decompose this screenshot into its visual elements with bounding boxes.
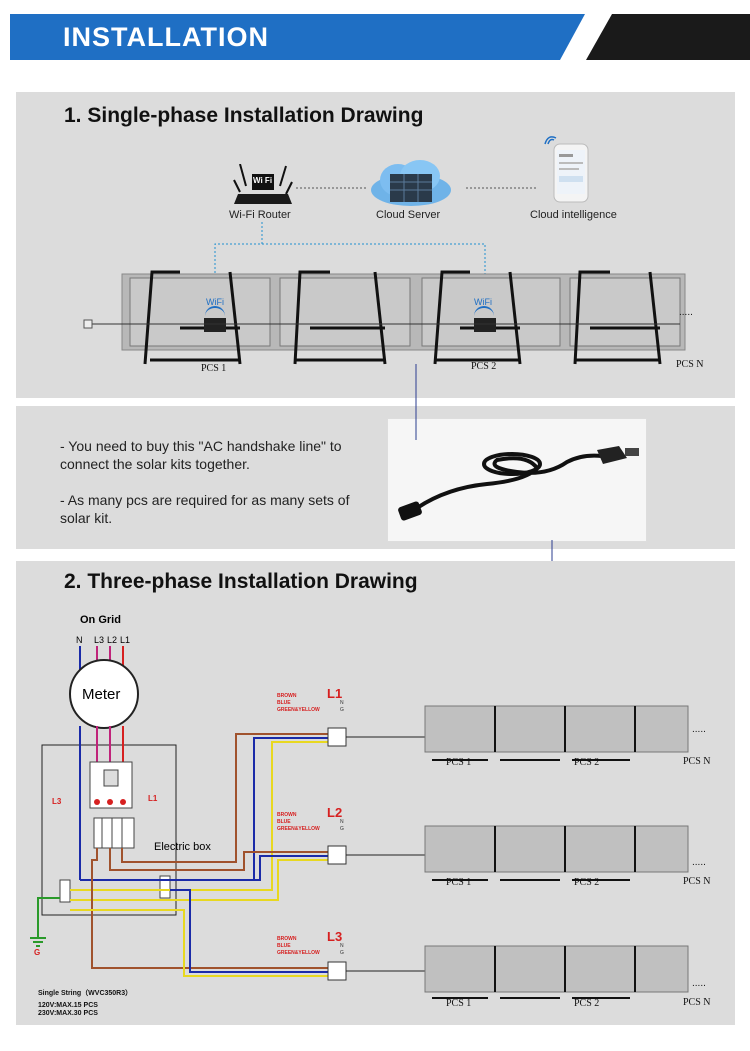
row2-blue-label: BLUE [277, 819, 291, 825]
cloud-server-icon [371, 160, 451, 206]
row3-brown-label: BROWN [277, 936, 297, 942]
cloud-intelligence-label: Cloud intelligence [530, 209, 617, 221]
row2-g-label: G [340, 826, 344, 832]
row3-blue-label: BLUE [277, 943, 291, 949]
router-label: Wi-Fi Router [229, 209, 291, 221]
row3-phase-label: L3 [327, 929, 343, 944]
row2-dots: ..... [692, 857, 706, 868]
row1-brown-label: BROWN [277, 693, 297, 699]
panel-row-2 [424, 825, 689, 873]
footer-230v-label: 230V:MAX.30 PCS [38, 1010, 98, 1017]
wifi-label-pcs2: WiFi [474, 297, 492, 307]
row3-g-label: G [340, 950, 344, 956]
note-line1: - You need to buy this "AC handshake lin… [60, 438, 342, 472]
meter-label: Meter [82, 686, 121, 703]
footer-string-label: Single String（WVC350R3） [38, 990, 133, 997]
ac-handshake-cable-image [398, 446, 639, 521]
ground-label: G [34, 948, 41, 957]
router-icon [233, 164, 293, 204]
pcsn-label: PCS N [676, 359, 704, 370]
row1-g-label: G [340, 707, 344, 713]
row1-phase-label: L1 [327, 686, 343, 701]
panel-row-3 [424, 945, 689, 993]
row2-n-label: N [340, 819, 344, 825]
grid-l1-label: L1 [120, 635, 131, 645]
row1-blue-label: BLUE [277, 700, 291, 706]
row1-pcsn-label: PCS N [683, 756, 711, 767]
electric-box-label: Electric box [154, 841, 211, 853]
pcs1-label: PCS 1 [201, 363, 227, 374]
row2-brown-label: BROWN [277, 812, 297, 818]
note-line2: - As many pcs are required for as many s… [60, 492, 350, 526]
box-l1-label: L1 [148, 794, 158, 803]
smartphone-icon [544, 136, 589, 203]
panel-row-1 [424, 705, 689, 753]
footer-120v-label: 120V:MAX.15 PCS [38, 1002, 98, 1009]
row3-pcs1-label: PCS 1 [446, 998, 472, 1009]
wifi-icon-pcs1 [205, 306, 225, 316]
row2-pcsn-label: PCS N [683, 876, 711, 887]
banner-background [10, 14, 750, 60]
row1-gy-label: GREEN&YELLOW [277, 707, 320, 713]
row3-dots: ..... [692, 978, 706, 989]
solar-panel-array [83, 270, 686, 365]
row2-pcs1-label: PCS 1 [446, 877, 472, 888]
box-l3-label: L3 [52, 797, 62, 806]
cloud-server-label: Cloud Server [376, 209, 441, 221]
panel-dots: ..... [679, 307, 693, 318]
grid-n-label: N [76, 635, 83, 645]
on-grid-label: On Grid [80, 614, 121, 626]
row2-gy-label: GREEN&YELLOW [277, 826, 320, 832]
grid-l2-label: L2 [107, 635, 118, 645]
section2-heading: 2. Three-phase Installation Drawing [64, 570, 418, 593]
grid-l3-label: L3 [94, 635, 105, 645]
pcs2-label: PCS 2 [471, 361, 497, 372]
row1-dots: ..... [692, 724, 706, 735]
row1-pcs1-label: PCS 1 [446, 757, 472, 768]
row1-n-label: N [340, 700, 344, 706]
row3-gy-label: GREEN&YELLOW [277, 950, 320, 956]
row2-phase-label: L2 [327, 805, 343, 820]
wifi-label-pcs1: WiFi [206, 297, 224, 307]
row2-pcs2-label: PCS 2 [574, 877, 600, 888]
wifi-icon-pcs2 [474, 306, 494, 316]
row1-pcs2-label: PCS 2 [574, 757, 600, 768]
banner-title: INSTALLATION [63, 22, 269, 52]
router-sign: Wi Fi [253, 176, 273, 185]
section1-heading: 1. Single-phase Installation Drawing [64, 104, 424, 127]
row3-pcsn-label: PCS N [683, 997, 711, 1008]
row3-pcs2-label: PCS 2 [574, 998, 600, 1009]
row3-n-label: N [340, 943, 344, 949]
